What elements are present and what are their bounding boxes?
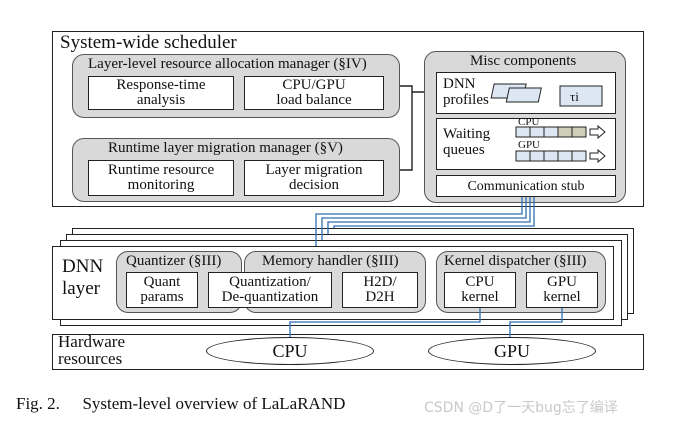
dnn-profiles-label: DNN profiles bbox=[443, 76, 489, 108]
load-balance-box: CPU/GPU load balance bbox=[244, 76, 384, 110]
migration-manager-title: Runtime layer migration manager (§V) bbox=[108, 140, 343, 156]
cpu-kernel-box: CPU kernel bbox=[444, 272, 516, 308]
scheduler-title: System-wide scheduler bbox=[60, 32, 237, 53]
caption-text: System-level overview of LaLaRAND bbox=[82, 394, 346, 413]
gpu-queue-icon bbox=[515, 148, 606, 164]
gpu-queue-label: GPU bbox=[518, 139, 541, 151]
cpu-queue-label: CPU bbox=[518, 116, 540, 128]
quantization-box: Quantization/ De-quantization bbox=[208, 272, 332, 308]
waiting-queues-label: Waiting queues bbox=[443, 126, 491, 158]
memory-handler-title: Memory handler (§III) bbox=[262, 253, 399, 269]
misc-components-title: Misc components bbox=[470, 53, 577, 69]
kernel-dispatcher-title: Kernel dispatcher (§III) bbox=[444, 253, 587, 269]
profile-symbol: τi bbox=[570, 89, 579, 104]
caption-prefix: Fig. 2. bbox=[16, 394, 60, 413]
response-time-analysis-box: Response-time analysis bbox=[88, 76, 234, 110]
manager-connector bbox=[400, 85, 424, 171]
communication-lines bbox=[315, 197, 535, 246]
quantizer-title: Quantizer (§III) bbox=[126, 253, 222, 269]
hardware-resources-title: Hardware resources bbox=[58, 332, 126, 368]
h2d-d2h-box: H2D/ D2H bbox=[342, 272, 418, 308]
dnn-layer-title: DNN layer bbox=[62, 256, 104, 299]
resource-monitoring-box: Runtime resource monitoring bbox=[88, 160, 234, 196]
gpu-kernel-box: GPU kernel bbox=[526, 272, 598, 308]
cpu-hardware: CPU bbox=[206, 337, 374, 365]
quant-params-box: Quant params bbox=[126, 272, 198, 308]
communication-stub-box: Communication stub bbox=[436, 175, 616, 197]
figure-caption: Fig. 2. System-level overview of LaLaRAN… bbox=[16, 394, 345, 414]
gpu-hardware: GPU bbox=[428, 337, 596, 365]
allocation-manager-title: Layer-level resource allocation manager … bbox=[88, 56, 367, 72]
cpu-queue-icon bbox=[515, 124, 606, 140]
profile-cards-icon bbox=[490, 83, 603, 107]
migration-decision-box: Layer migration decision bbox=[244, 160, 384, 196]
csdn-watermark: CSDN @D了一天bug忘了编译 bbox=[424, 400, 618, 416]
kernel-hardware-lines bbox=[289, 308, 563, 337]
